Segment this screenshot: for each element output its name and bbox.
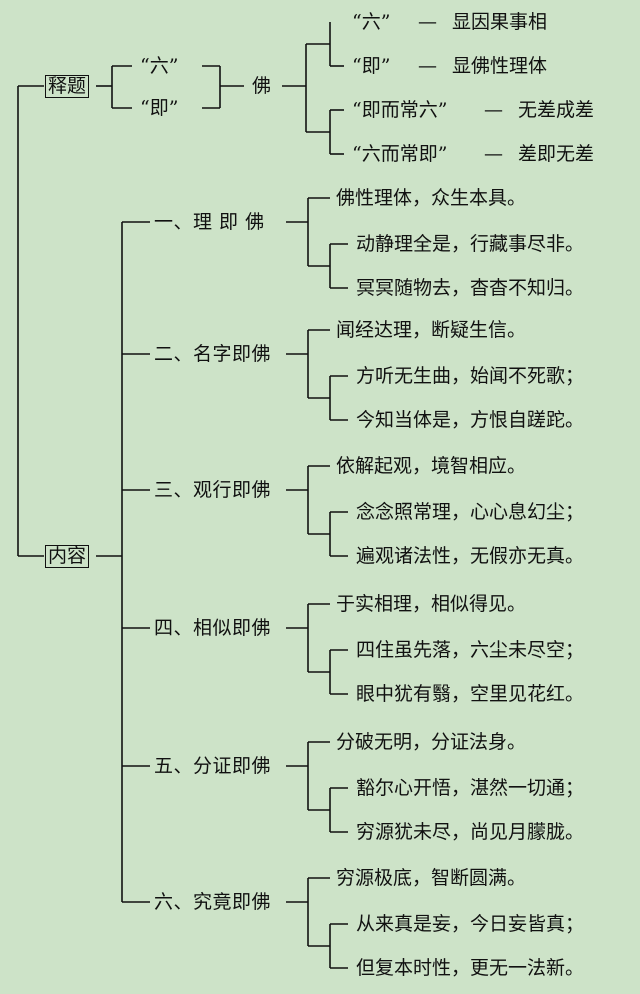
stage-summary: 依解起观，境智相应。 xyxy=(336,455,527,477)
stage-label: 三、观行即佛 xyxy=(154,479,272,501)
branch-val-4: 差即无差 xyxy=(518,143,595,165)
stage-summary: 穷源极底，智断圆满。 xyxy=(336,867,527,889)
branch-dash-1: — xyxy=(418,11,437,33)
branch-dash-2: — xyxy=(418,55,437,77)
stage-verse: 豁尔心开悟，湛然一切通； xyxy=(356,777,585,799)
stage-label: 五、分证即佛 xyxy=(154,755,272,777)
stage-label: 六、究竟即佛 xyxy=(154,891,272,913)
stage-verse: 遍观诸法性，无假亦无真。 xyxy=(356,545,585,567)
shiti-quote-liu: “六” xyxy=(140,55,179,77)
stage-verse: 冥冥随物去，杳杳不知归。 xyxy=(356,277,585,299)
shiti-quote-ji: “即” xyxy=(140,97,179,119)
branch-val-1: 显因果事相 xyxy=(452,11,548,33)
stage-verse: 今知当体是，方恨自蹉跎。 xyxy=(356,409,585,431)
branch-dash-4: — xyxy=(484,143,503,165)
stage-label: 四、相似即佛 xyxy=(154,617,272,639)
stage-verse: 从来真是妄，今日妄皆真； xyxy=(356,913,585,935)
stage-verse: 念念照常理，心心息幻尘； xyxy=(356,501,585,523)
branch-key-2: “即” xyxy=(352,55,391,77)
stage-verse: 方听无生曲，始闻不死歌； xyxy=(356,365,585,387)
branch-dash-3: — xyxy=(484,99,503,121)
stage-label: 一、理 即 佛 xyxy=(154,211,265,233)
stage-verse: 穷源犹未尽，尚见月朦胧。 xyxy=(356,821,585,843)
shiti-fo: 佛 xyxy=(252,75,272,97)
shiti-label: 释题 xyxy=(45,75,90,98)
branch-key-4: “六而常即” xyxy=(352,143,448,165)
stage-verse: 四住虽先落，六尘未尽空； xyxy=(356,639,585,661)
stage-summary: 闻经达理，断疑生信。 xyxy=(336,319,527,341)
stage-verse: 动静理全是，行藏事尽非。 xyxy=(356,233,585,255)
branch-val-3: 无差成差 xyxy=(518,99,595,121)
stage-verse: 但复本时性，更无一法新。 xyxy=(356,957,585,979)
branch-val-2: 显佛性理体 xyxy=(452,55,548,77)
stage-summary: 分破无明，分证法身。 xyxy=(336,731,527,753)
stage-summary: 佛性理体，众生本具。 xyxy=(336,187,527,209)
branch-key-1: “六” xyxy=(352,11,391,33)
branch-key-3: “即而常六” xyxy=(352,99,448,121)
stage-verse: 眼中犹有翳，空里见花红。 xyxy=(356,683,585,705)
neirong-label: 内容 xyxy=(45,545,90,568)
stage-label: 二、名字即佛 xyxy=(154,343,272,365)
stage-summary: 于实相理，相似得见。 xyxy=(336,593,527,615)
